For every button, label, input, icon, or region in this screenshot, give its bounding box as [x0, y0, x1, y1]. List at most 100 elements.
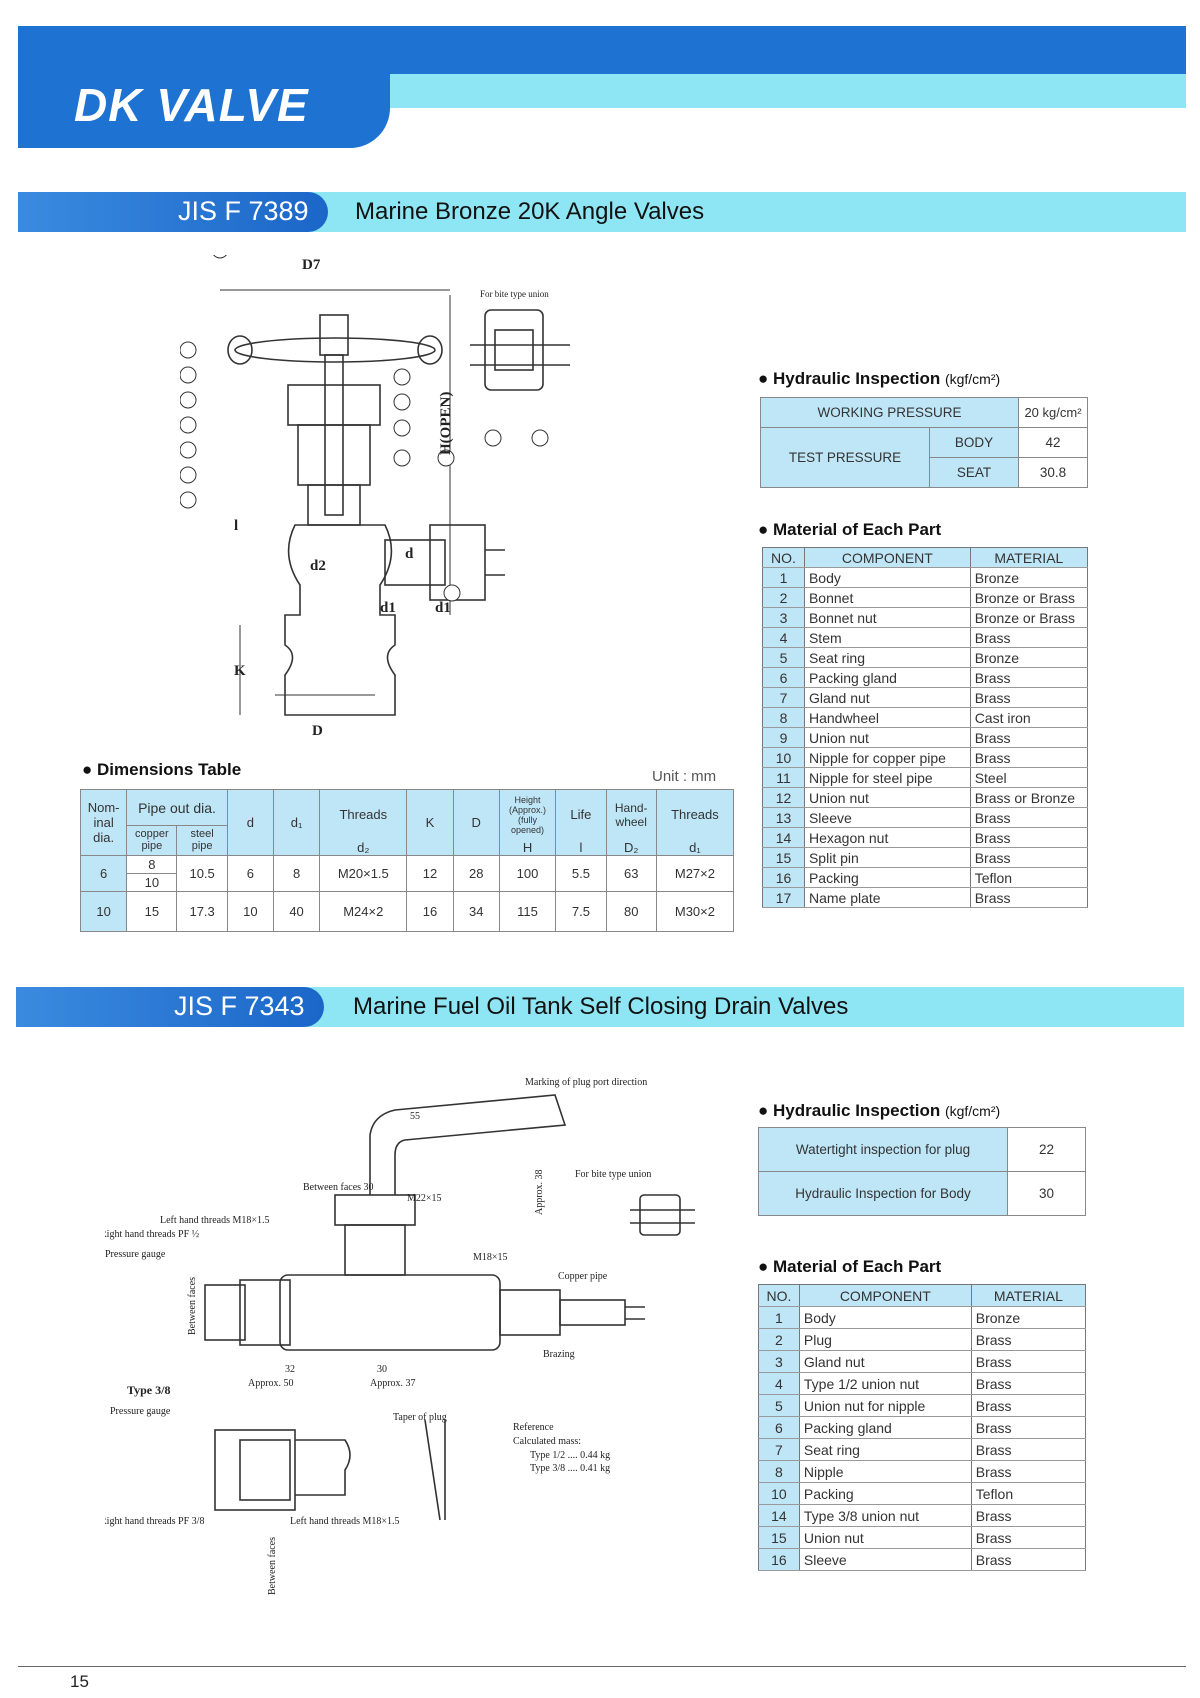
- s2-hydraulic-title: ● Hydraulic Inspection (kgf/cm²): [758, 1101, 1001, 1120]
- label-m22: M22×15: [407, 1193, 442, 1204]
- watertight-value: 22: [1007, 1127, 1086, 1172]
- header-band: [18, 26, 1186, 74]
- label-between30: Between faces 30: [303, 1182, 374, 1193]
- drawing-label-d: d: [405, 546, 414, 562]
- label-type38mass: Type 3/8 .... 0.41 kg: [530, 1463, 610, 1474]
- label-55: 55: [410, 1111, 420, 1122]
- s2-hydraulic-table: Watertight inspection for plug 22 Hydrau…: [758, 1127, 1086, 1216]
- label-m18: M18×15: [473, 1252, 508, 1263]
- drawing-label-h-open: H(OPEN): [438, 392, 454, 455]
- label-brazing: Brazing: [543, 1349, 575, 1360]
- label-taper: Taper of plug: [393, 1412, 447, 1423]
- label-approx50: Approx. 50: [248, 1378, 294, 1389]
- working-pressure-value: 20 kg/cm²: [1018, 397, 1088, 428]
- page-title: DK VALVE: [74, 79, 309, 131]
- drawing-label-d1: d1: [380, 600, 396, 616]
- working-pressure-label: WORKING PRESSURE: [760, 397, 1019, 428]
- footer-divider: [18, 1666, 1186, 1667]
- header-title-box: [18, 74, 390, 148]
- label-righthand: Right hand threads PF ½: [105, 1229, 200, 1240]
- drawing-label-big-d: D: [312, 723, 323, 739]
- label-between-faces-30: Between faces: [187, 1277, 198, 1335]
- section1-title: Marine Bronze 20K Angle Valves: [355, 198, 705, 225]
- table-header-row: NO. COMPONENT MATERIAL: [762, 547, 1088, 568]
- section1-bar-accent: [300, 192, 1186, 232]
- dimensions-table: Nom-inal dia. Pipe out dia. d d₁ Threads…: [79, 789, 735, 932]
- section1-bar: [18, 192, 328, 232]
- table-header-row: NO. COMPONENT MATERIAL: [758, 1284, 1086, 1307]
- bullet-icon: ●: [758, 369, 769, 388]
- seat-value: 30.8: [1018, 457, 1088, 488]
- angle-valve-drawing: D7 H(OPEN) d2 d1 d1 d D K l For bite typ…: [180, 255, 570, 739]
- label-between-faces: Between faces: [267, 1537, 278, 1595]
- test-pressure-label: TEST PRESSURE: [760, 427, 930, 488]
- table-row: 6 8 10.5 6 8 M20×1.5 12 28 100 5.5 63 M2…: [79, 854, 735, 892]
- label-approx38: Approx. 38: [534, 1169, 545, 1215]
- drawing-label-bite: For bite type union: [480, 289, 549, 299]
- drawing-label-d3: d1: [435, 600, 451, 616]
- bullet-icon: ●: [758, 1257, 769, 1276]
- body-value: 42: [1018, 427, 1088, 458]
- table-row: 10 15 17.3 10 40 M24×2 16 34 115 7.5 80 …: [79, 890, 735, 932]
- seat-label: SEAT: [929, 457, 1019, 488]
- section2-bar: [16, 987, 324, 1027]
- body-label: BODY: [929, 427, 1019, 458]
- label-lefthand: Left hand threads M18×1.5: [160, 1215, 270, 1226]
- label-bite: For bite type union: [575, 1169, 651, 1180]
- label-copper: Copper pipe: [558, 1271, 608, 1282]
- section2-title: Marine Fuel Oil Tank Self Closing Drain …: [353, 993, 849, 1020]
- drawing-label-d7: D7: [302, 257, 321, 273]
- label-pressure2: Pressure gauge: [110, 1406, 171, 1417]
- label-32: 32: [285, 1364, 295, 1375]
- label-type12mass: Type 1/2 .... 0.44 kg: [530, 1450, 610, 1461]
- page-number: 15: [70, 1672, 89, 1691]
- label-marking: Marking of plug port direction: [525, 1077, 647, 1088]
- drain-valve-drawing: Marking of plug port direction For bite …: [105, 1077, 695, 1595]
- label-righthand38: Right hand threads PF 3/8: [105, 1516, 204, 1527]
- s1-hydraulic-table: WORKING PRESSURE 20 kg/cm² TEST PRESSURE…: [760, 397, 1088, 488]
- section2-bar-accent: [296, 987, 1184, 1027]
- header-accent-band: [380, 74, 1186, 108]
- drawing-label-l: l: [234, 518, 238, 534]
- label-type38: Type 3/8: [127, 1383, 170, 1397]
- dimensions-title: ● Dimensions Table: [82, 760, 242, 779]
- label-lefthand2: Left hand threads M18×1.5: [290, 1516, 400, 1527]
- bullet-icon: ●: [758, 520, 769, 539]
- label-approx37: Approx. 37: [370, 1378, 416, 1389]
- s1-materials-title: ● Material of Each Part: [758, 520, 942, 539]
- bullet-icon: ●: [758, 1101, 769, 1120]
- body-inspection-label: Hydraulic Inspection for Body: [758, 1171, 1008, 1216]
- s2-materials-title: ● Material of Each Part: [758, 1257, 942, 1276]
- drawing-label-k: K: [234, 663, 246, 679]
- bullet-icon: ●: [82, 760, 93, 779]
